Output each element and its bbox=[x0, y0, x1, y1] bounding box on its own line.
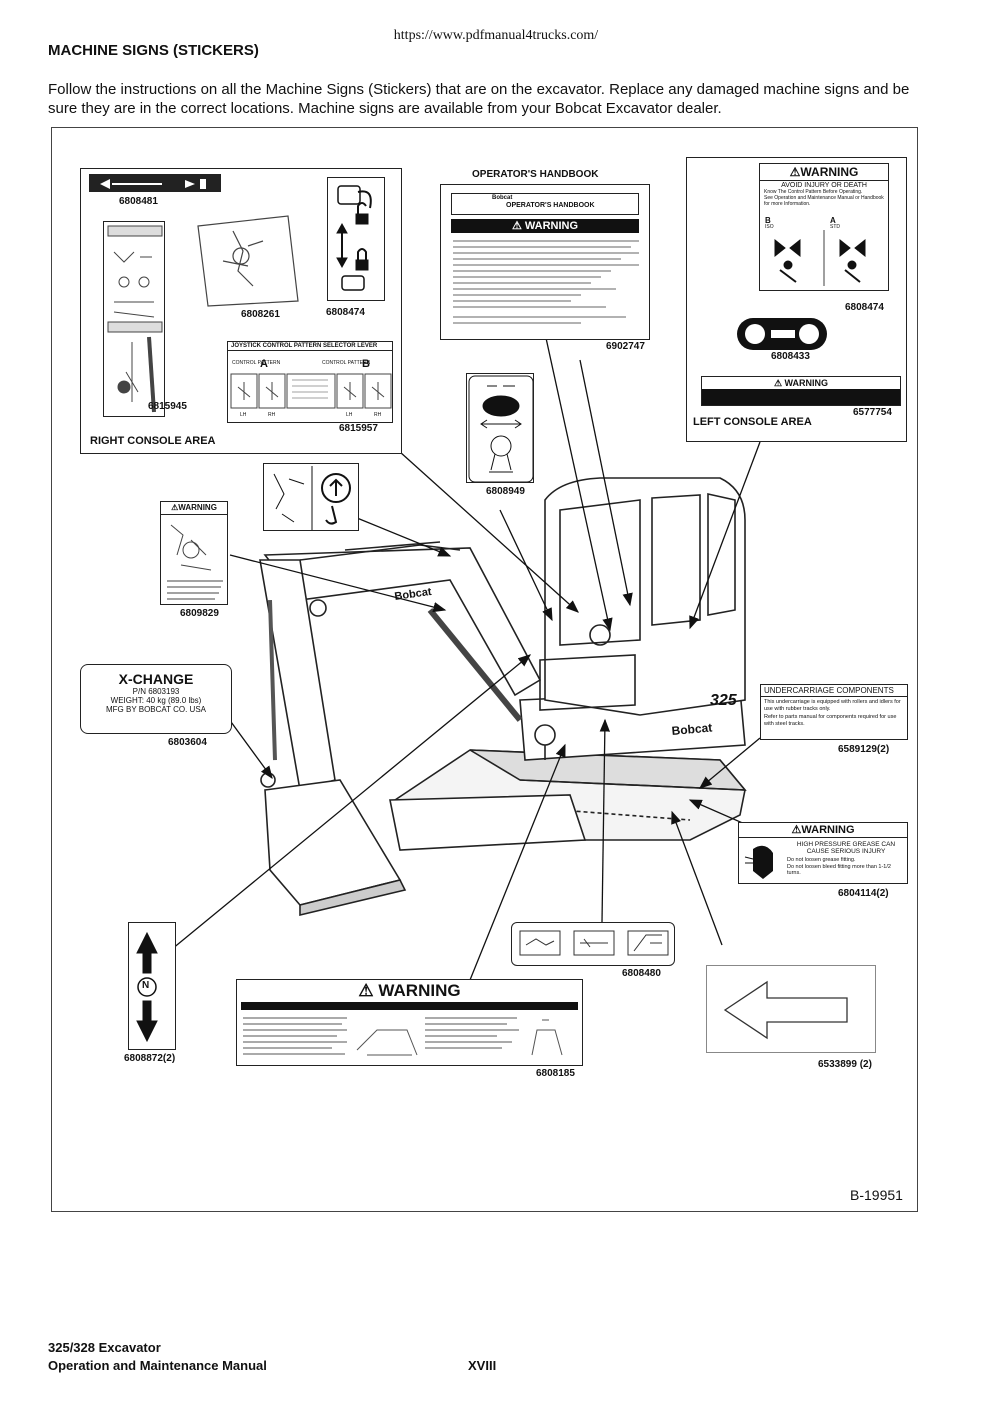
sticker-6808872: N bbox=[128, 922, 176, 1050]
sticker-6808480 bbox=[511, 922, 675, 966]
sticker-6809829: ⚠WARNING bbox=[160, 501, 228, 605]
page-title: MACHINE SIGNS (STICKERS) bbox=[48, 42, 259, 59]
std-label: STD bbox=[830, 224, 840, 230]
sticker-6803604: X-CHANGE P/N 6803193 WEIGHT: 40 kg (89.0… bbox=[80, 664, 232, 734]
part-number: 6808185 bbox=[536, 1068, 575, 1079]
warning-icon: ⚠ bbox=[789, 165, 801, 179]
undercarriage-text: This undercarriage is equipped with roll… bbox=[764, 699, 901, 712]
part-number: 6815945 bbox=[148, 401, 187, 412]
warning-icon: ⚠ bbox=[511, 220, 522, 232]
part-number: 6803604 bbox=[168, 737, 207, 748]
sticker-6808474-left: ⚠WARNING AVOID INJURY OR DEATH Know The … bbox=[759, 163, 889, 291]
joystick-title: JOYSTICK CONTROL PATTERN SELECTOR LEVER bbox=[228, 342, 392, 351]
warning-icon: ⚠ bbox=[791, 824, 802, 836]
sticker-6808433 bbox=[737, 318, 827, 350]
pattern-a: A bbox=[260, 358, 268, 370]
lh-label: LH bbox=[346, 412, 353, 418]
figure-frame bbox=[51, 127, 918, 1212]
s6808185-warning: WARNING bbox=[378, 981, 461, 1000]
xchange-title: X-CHANGE bbox=[118, 671, 194, 687]
sticker-6804114: ⚠WARNING HIGH PRESSURE GREASE CAN CAUSE … bbox=[738, 822, 908, 884]
machine-model-text: 325 bbox=[710, 692, 738, 709]
xchange-mfg: MFG BY BOBCAT CO. USA bbox=[105, 705, 207, 714]
sticker-6808481 bbox=[89, 174, 221, 192]
warning-icon: ⚠ bbox=[773, 378, 783, 388]
undercarriage-title: UNDERCARRIAGE COMPONENTS bbox=[761, 685, 907, 697]
page-number: XVIII bbox=[468, 1358, 497, 1373]
neutral-label: N bbox=[142, 980, 150, 991]
part-number: 6808474 bbox=[326, 307, 365, 318]
part-number: 6808949 bbox=[486, 486, 525, 497]
pattern-a-label: A bbox=[830, 216, 836, 225]
part-number: 6808474 bbox=[845, 302, 884, 313]
bullet-text: See Operation and Maintenance Manual or … bbox=[764, 195, 884, 207]
part-number: 6902747 bbox=[606, 341, 645, 352]
right-console-area: 6808481 6815945 6808261 bbox=[80, 168, 402, 454]
part-number: 6533899 (2) bbox=[818, 1059, 872, 1070]
part-number: 6808872(2) bbox=[124, 1053, 176, 1064]
sticker-boom-lift-point bbox=[263, 463, 359, 531]
warning-icon: ⚠ bbox=[358, 981, 374, 1000]
part-number: 6808481 bbox=[119, 196, 158, 207]
part-number: 6808433 bbox=[771, 351, 810, 362]
pattern-b-label: B bbox=[765, 216, 771, 225]
machine-brand-text: Bobcat bbox=[671, 720, 713, 737]
sticker-6815945 bbox=[103, 221, 165, 417]
iso-label: ISO bbox=[765, 224, 774, 230]
control-pattern-label: CONTROL PATTERN bbox=[232, 360, 281, 366]
part-number: 6808261 bbox=[241, 309, 280, 320]
sticker-6589129: UNDERCARRIAGE COMPONENTS This undercarri… bbox=[760, 684, 908, 740]
footer-model: 325/328 Excavator bbox=[48, 1340, 161, 1355]
sticker-6808261 bbox=[193, 211, 303, 309]
sticker-6808949 bbox=[466, 373, 534, 483]
part-number: 6804114(2) bbox=[838, 888, 889, 899]
sticker-6577754: ⚠ WARNING bbox=[701, 376, 901, 406]
undercarriage-text: Refer to parts manual for components req… bbox=[764, 714, 897, 727]
source-url: https://www.pdfmanual4trucks.com/ bbox=[393, 28, 599, 43]
left-console-area: ⚠WARNING AVOID INJURY OR DEATH Know The … bbox=[686, 157, 907, 442]
rh-label: RH bbox=[268, 412, 276, 418]
right-console-label: RIGHT CONSOLE AREA bbox=[90, 435, 216, 447]
boom-brand-text: Bobcat bbox=[394, 586, 433, 603]
bullet-text: Know The Control Pattern Before Operatin… bbox=[764, 189, 863, 195]
left-arrow-icon bbox=[723, 980, 848, 1040]
sticker-6533899 bbox=[706, 965, 876, 1053]
grease-warning: WARNING bbox=[801, 824, 855, 836]
rh-label: RH bbox=[374, 412, 382, 418]
control-pattern-label: CONTROL PATTERN bbox=[322, 360, 371, 366]
left-warning: WARNING bbox=[800, 165, 859, 179]
pattern-b: B bbox=[362, 358, 370, 370]
intro-paragraph: Follow the instructions on all the Machi… bbox=[48, 81, 910, 117]
head-injury-icon bbox=[743, 841, 781, 881]
s6809829-warning: WARNING bbox=[178, 503, 217, 512]
sticker-6808474-right bbox=[327, 177, 385, 301]
grease-bullet: Do not loosen bleed fitting more than 1-… bbox=[787, 863, 891, 877]
grease-head: HIGH PRESSURE GREASE CAN CAUSE SERIOUS I… bbox=[796, 841, 896, 855]
figure-id: B-19951 bbox=[850, 1187, 903, 1203]
part-number: 6589129(2) bbox=[838, 744, 890, 755]
sticker-6815957: JOYSTICK CONTROL PATTERN SELECTOR LEVER … bbox=[227, 341, 393, 423]
xchange-pn: P/N 6803193 bbox=[132, 687, 180, 696]
handbook-label: OPERATOR'S HANDBOOK bbox=[472, 169, 599, 180]
lh-label: LH bbox=[240, 412, 247, 418]
handbook-title: OPERATOR'S HANDBOOK bbox=[506, 202, 595, 209]
footer-manual: Operation and Maintenance Manual bbox=[48, 1358, 267, 1373]
grease-bullet: Do not loosen grease fitting. bbox=[787, 857, 856, 863]
left-console-label: LEFT CONSOLE AREA bbox=[693, 416, 812, 428]
warning-icon: ⚠ bbox=[171, 503, 179, 512]
sticker-6902747: Bobcat OPERATOR'S HANDBOOK ⚠ WARNING bbox=[440, 184, 650, 340]
sticker-6808185: ⚠ WARNING bbox=[236, 979, 583, 1066]
part-number: 6815957 bbox=[339, 423, 378, 434]
s6577754-warning: WARNING bbox=[784, 378, 829, 388]
handbook-brand: Bobcat bbox=[492, 195, 513, 201]
part-number: 6808480 bbox=[622, 968, 661, 979]
xchange-weight: WEIGHT: 40 kg (89.0 lbs) bbox=[110, 696, 202, 705]
part-number: 6809829 bbox=[180, 608, 219, 619]
avoid-text: AVOID INJURY OR DEATH bbox=[781, 182, 867, 189]
handbook-warning: WARNING bbox=[524, 220, 579, 232]
part-number: 6577754 bbox=[853, 407, 892, 418]
